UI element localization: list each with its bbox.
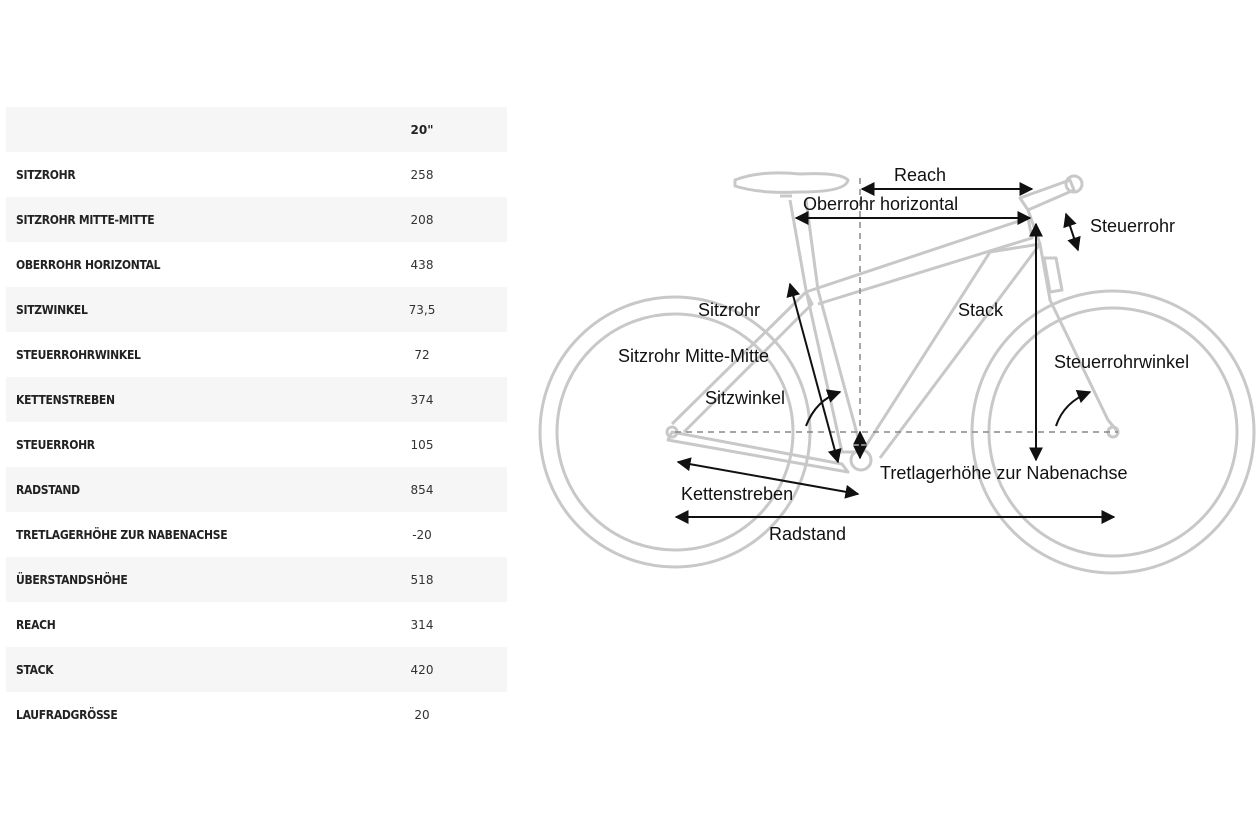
diagram-labels: Reach Oberrohr horizontal Steuerrohr Sit… <box>618 165 1189 544</box>
label-radstand: Radstand <box>769 524 846 544</box>
table-row: REACH 314 <box>6 602 507 647</box>
row-label: KETTENSTREBEN <box>6 377 377 422</box>
row-label: OBERROHR HORIZONTAL <box>16 257 161 272</box>
row-value: 73,5 <box>377 287 507 332</box>
table-row: SITZROHR 258 <box>6 152 507 197</box>
label-steuerrohr: Steuerrohr <box>1090 216 1175 236</box>
bike-geometry-diagram: Reach Oberrohr horizontal Steuerrohr Sit… <box>538 165 1256 575</box>
row-label: TRETLAGERHÖHE ZUR NABENACHSE <box>16 527 228 542</box>
row-value: 258 <box>410 167 434 182</box>
row-label: STEUERROHRWINKEL <box>16 347 141 362</box>
row-value: 518 <box>377 557 507 602</box>
label-sitzrohr: Sitzrohr <box>698 300 760 320</box>
row-label: ÜBERSTANDSHÖHE <box>6 557 377 602</box>
table-header-row: 20" <box>6 107 507 152</box>
row-value: -20 <box>412 527 432 542</box>
row-value: 854 <box>377 467 507 512</box>
row-label: STACK <box>6 647 377 692</box>
table-row: LAUFRADGRÖSSE 20 <box>6 692 507 737</box>
row-label: SITZROHR <box>16 167 76 182</box>
row-value: 105 <box>410 437 434 452</box>
label-reach: Reach <box>894 165 946 185</box>
measurement-arrows <box>674 182 1116 524</box>
table-row: STEUERROHR 105 <box>6 422 507 467</box>
table-row: OBERROHR HORIZONTAL 438 <box>6 242 507 287</box>
steuerrohrwinkel-arc <box>1055 389 1092 427</box>
row-value: 20 <box>414 707 430 722</box>
table-row: TRETLAGERHÖHE ZUR NABENACHSE -20 <box>6 512 507 557</box>
row-value: 438 <box>410 257 434 272</box>
row-label: STEUERROHR <box>16 437 95 452</box>
row-label: SITZWINKEL <box>6 287 377 332</box>
label-stack: Stack <box>958 300 1004 320</box>
size-column-header: 20" <box>377 107 507 152</box>
front-wheel <box>970 289 1256 575</box>
row-value: 72 <box>414 347 430 362</box>
row-value: 374 <box>377 377 507 422</box>
label-oberrohr: Oberrohr horizontal <box>803 194 958 214</box>
header-empty-cell <box>6 107 377 152</box>
row-label: LAUFRADGRÖSSE <box>16 707 118 722</box>
kettenstreben-arrow <box>676 457 860 499</box>
label-sitzrohr-mitte: Sitzrohr Mitte-Mitte <box>618 346 769 366</box>
row-label: REACH <box>16 617 56 632</box>
steuerrohr-arrow <box>1063 212 1081 252</box>
sitzwinkel-arc <box>805 389 842 427</box>
bike-frame <box>665 171 1120 474</box>
table-row: STEUERROHRWINKEL 72 <box>6 332 507 377</box>
row-value: 208 <box>377 197 507 242</box>
row-label: RADSTAND <box>6 467 377 512</box>
sitzrohr-arrow <box>786 282 842 464</box>
label-sitzwinkel: Sitzwinkel <box>705 388 785 408</box>
row-label: SITZROHR MITTE-MITTE <box>6 197 377 242</box>
row-value: 420 <box>377 647 507 692</box>
label-kettenstreben: Kettenstreben <box>681 484 793 504</box>
row-value: 314 <box>410 617 434 632</box>
label-tretlager: Tretlagerhöhe zur Nabenachse <box>880 463 1127 483</box>
label-steuerrohrwinkel: Steuerrohrwinkel <box>1054 352 1189 372</box>
